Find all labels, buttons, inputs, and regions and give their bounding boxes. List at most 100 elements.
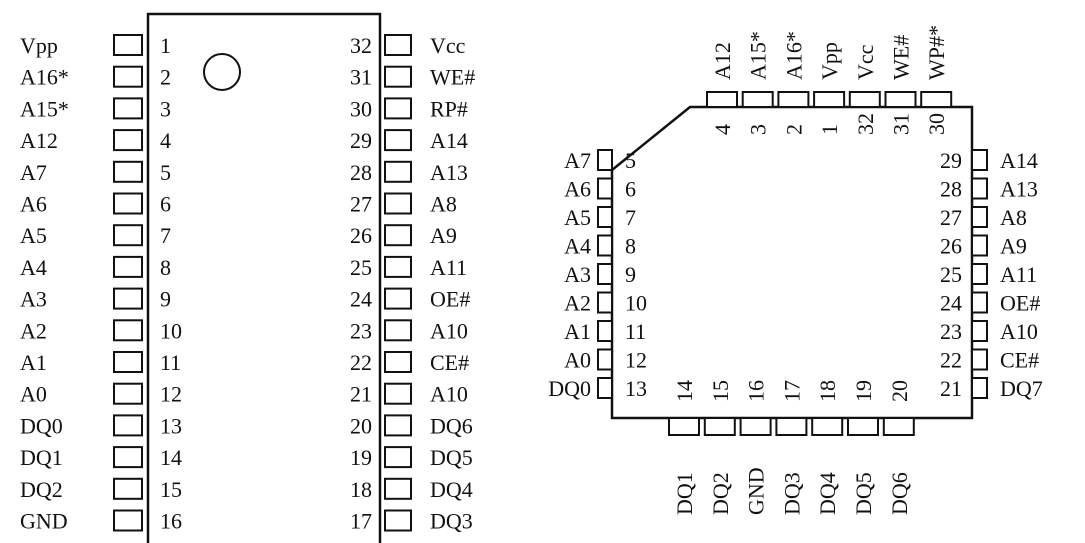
pin-label: WE# [430, 65, 475, 90]
pin-number: 18 [815, 380, 840, 402]
pin-pad [384, 446, 412, 469]
pin-label: DQ3 [430, 509, 473, 534]
pin-label: DQ0 [548, 376, 591, 401]
pin-pad [597, 320, 613, 342]
pin-pad [384, 382, 412, 405]
pin-pad [113, 287, 143, 310]
pin-pad [384, 129, 412, 152]
pin-pad [971, 206, 988, 228]
pin-label: DQ1 [672, 472, 697, 515]
pin-label: A11 [430, 255, 467, 280]
pin-label: A0 [20, 382, 47, 407]
pin-label: DQ1 [20, 445, 63, 470]
pin-number: 25 [350, 255, 372, 280]
pin-pad [113, 160, 143, 183]
pin-number: 15 [708, 380, 733, 402]
pin-number: 26 [940, 234, 962, 259]
pin-label: DQ6 [430, 413, 473, 438]
pin-pad [668, 417, 700, 436]
pin-number: 22 [350, 350, 372, 375]
pin-label: Vcc [853, 44, 878, 80]
pin-number: 13 [625, 376, 647, 401]
pin-pad [113, 509, 143, 532]
pin-label: RP# [430, 96, 468, 121]
pin-number: 6 [160, 192, 171, 217]
pin-pad [971, 291, 988, 314]
pin-label: A7 [564, 148, 591, 173]
pin-number: 19 [350, 445, 372, 470]
pin-label: A10 [430, 382, 468, 407]
pin-pad [597, 263, 613, 285]
pin-pad [884, 91, 917, 108]
pin-label: WE# [889, 35, 914, 80]
pin-label: A11 [1000, 262, 1037, 287]
pin-label: OE# [1000, 291, 1040, 316]
pin-pad [775, 417, 808, 436]
pin-label: A14 [430, 128, 468, 153]
pin-number: 4 [710, 124, 735, 135]
pin-pad [741, 91, 774, 108]
pin-number: 24 [940, 291, 962, 316]
pin-number: 8 [625, 234, 636, 259]
pin-label: A6 [20, 192, 47, 217]
pin-number: 12 [160, 382, 182, 407]
pin-number: 4 [160, 128, 171, 153]
dip-body [146, 12, 382, 543]
pin-number: 5 [625, 148, 636, 173]
pin-number: 10 [160, 318, 182, 343]
pin-number: 30 [924, 113, 949, 135]
pin-label: A12 [710, 42, 735, 80]
pin-label: A4 [564, 234, 591, 259]
pin-label: A16* [781, 31, 806, 80]
pin-label: DQ5 [851, 472, 876, 515]
pin-label: Vcc [430, 33, 466, 58]
pin-number: 23 [940, 319, 962, 344]
pin-pad [384, 287, 412, 310]
pin-pad [113, 351, 143, 373]
pin-number: 5 [160, 160, 171, 185]
pin-number: 23 [350, 318, 372, 343]
pin-pad [384, 160, 412, 183]
pin-label: DQ2 [708, 472, 733, 515]
pin-label: DQ5 [430, 445, 473, 470]
pin-label: A15* [746, 31, 771, 80]
pin-number: 14 [160, 445, 182, 470]
pin-number: 21 [940, 376, 962, 401]
pin-number: 25 [940, 262, 962, 287]
pin-number: 9 [160, 287, 171, 312]
pin-label: A16* [20, 65, 69, 90]
pin-pad [384, 351, 412, 373]
pin-pad [971, 149, 988, 171]
pin-number: 19 [851, 380, 876, 402]
pin-pad [384, 319, 412, 342]
pin-pad [113, 319, 143, 342]
pin-pad [113, 97, 143, 120]
pin-number: 22 [940, 348, 962, 373]
pin-number: 6 [625, 177, 636, 202]
pin-label: Vpp [817, 42, 842, 80]
pin-label: A0 [564, 348, 591, 373]
pin-pad [113, 65, 143, 88]
pin-pad [971, 348, 988, 371]
pin-number: 28 [350, 160, 372, 185]
pin-label: A3 [20, 287, 47, 312]
pin-label: DQ4 [430, 477, 473, 502]
pin-number: 9 [625, 262, 636, 287]
pin-pad [971, 263, 988, 285]
pin-pad [384, 192, 412, 215]
pin-pad [597, 206, 613, 228]
pin-label: A2 [20, 318, 47, 343]
pin-pad [113, 414, 143, 437]
pin-number: 29 [940, 148, 962, 173]
pin-pad [703, 417, 736, 436]
pin-label: A1 [20, 350, 47, 375]
pin-number: 29 [350, 128, 372, 153]
pin-label: A14 [1000, 148, 1038, 173]
pin-pad [848, 91, 881, 108]
pin-label: A5 [564, 205, 591, 230]
pin-label: A1 [564, 319, 591, 344]
pin-number: 28 [940, 177, 962, 202]
pin-label: A10 [430, 318, 468, 343]
